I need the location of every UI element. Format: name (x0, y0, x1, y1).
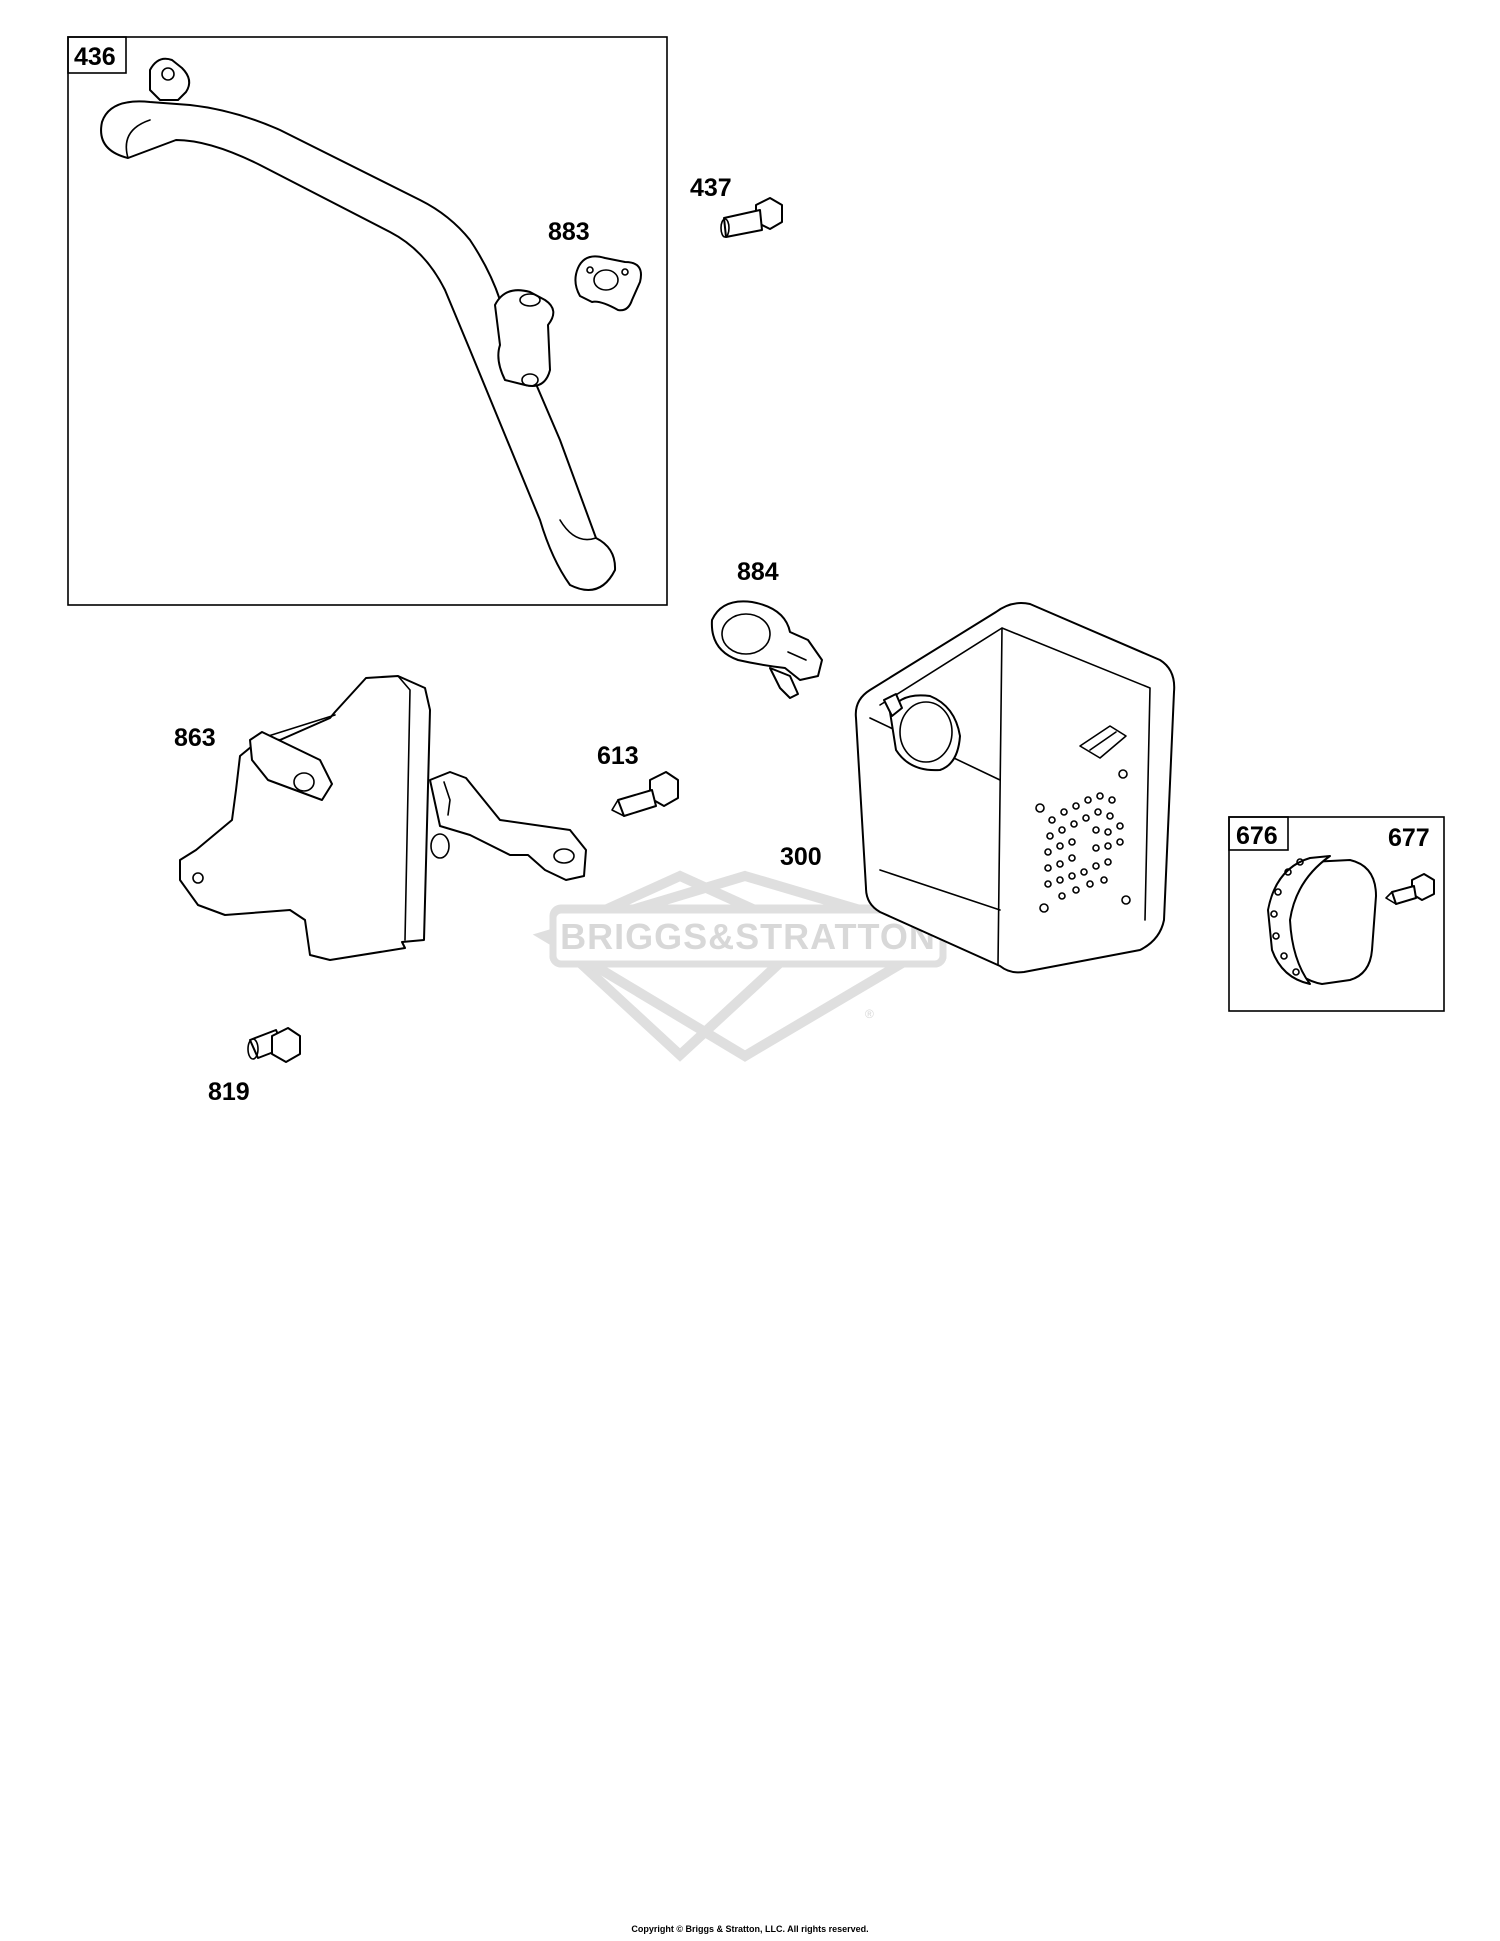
callout-label-box-436 (67, 36, 127, 74)
gasket-883: 883 (548, 218, 642, 312)
watermark-reg: ® (865, 1007, 874, 1021)
watermark-logo: BRIGGS&STRATTON ® (532, 870, 961, 1062)
exhaust-tube-part (100, 57, 617, 591)
part-676-677-group: 676 677 (1228, 816, 1445, 1012)
callout-436: 436 (74, 43, 116, 71)
callout-677: 677 (1388, 824, 1430, 852)
callout-883: 883 (548, 218, 590, 246)
callout-300: 300 (780, 843, 822, 871)
callout-884: 884 (737, 558, 779, 586)
callout-label-box-676 (1228, 816, 1289, 851)
bolt-819: 819 (208, 1027, 301, 1106)
muffler-300: 300 (780, 602, 1176, 974)
bolt-437: 437 (690, 174, 783, 238)
spark-arrester-676 (1267, 855, 1377, 985)
bracket-863: 863 (174, 675, 587, 961)
copyright-footer: Copyright © Briggs & Stratton, LLC. All … (631, 1924, 868, 1934)
part-436-group: 436 (67, 36, 668, 606)
watermark-text: BRIGGS&STRATTON (560, 916, 936, 957)
callout-box-436 (67, 36, 668, 606)
callout-613: 613 (597, 742, 639, 770)
callout-819: 819 (208, 1078, 250, 1106)
screw-613: 613 (597, 742, 679, 817)
clamp-884: 884 (710, 558, 823, 699)
screw-677 (1385, 873, 1435, 905)
callout-437: 437 (690, 174, 732, 202)
callout-676: 676 (1236, 822, 1278, 850)
muffler-screen-holes (1044, 792, 1124, 900)
callout-863: 863 (174, 724, 216, 752)
callout-box-676 (1228, 816, 1445, 1012)
